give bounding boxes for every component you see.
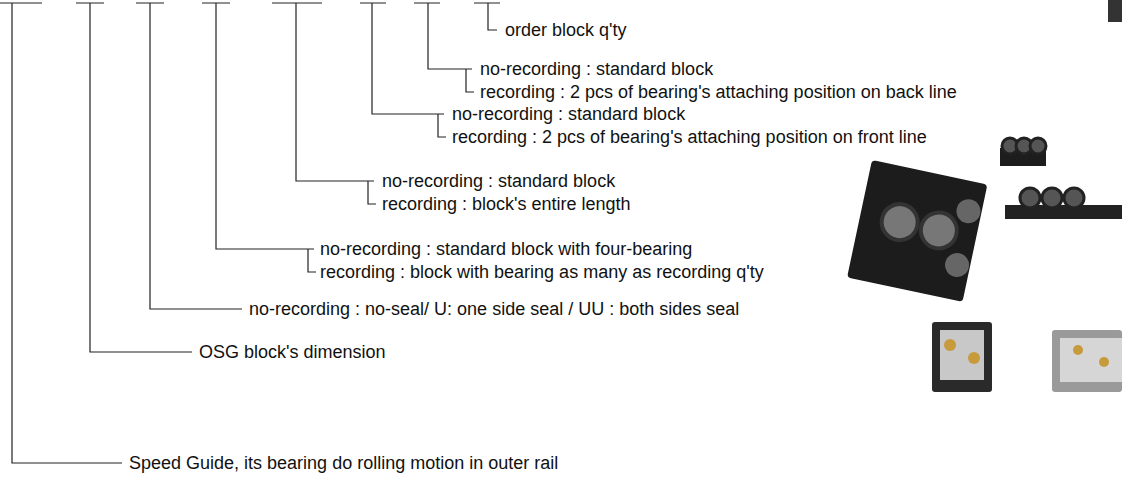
code-field-label: no-recording : standard block (450, 103, 687, 125)
code-field-label: recording : 2 pcs of bearing's attaching… (450, 126, 929, 148)
code-field-label: OSG block's dimension (197, 341, 388, 363)
code-field-label: recording : 2 pcs of bearing's attaching… (478, 81, 959, 103)
code-field-label: order block q'ty (503, 19, 629, 41)
product-photos (847, 0, 1122, 392)
code-field-label: no-recording : standard block with four-… (318, 238, 694, 260)
code-field-label: recording : block with bearing as many a… (318, 261, 766, 283)
code-field-label: recording : block's entire length (380, 193, 633, 215)
leader-lines (0, 3, 500, 463)
code-field-label: no-recording : standard block (380, 170, 617, 192)
code-field-label: no-recording : no-seal/ U: one side seal… (247, 298, 741, 320)
code-field-label: no-recording : standard block (478, 58, 715, 80)
code-field-label: Speed Guide, its bearing do rolling moti… (127, 452, 560, 474)
